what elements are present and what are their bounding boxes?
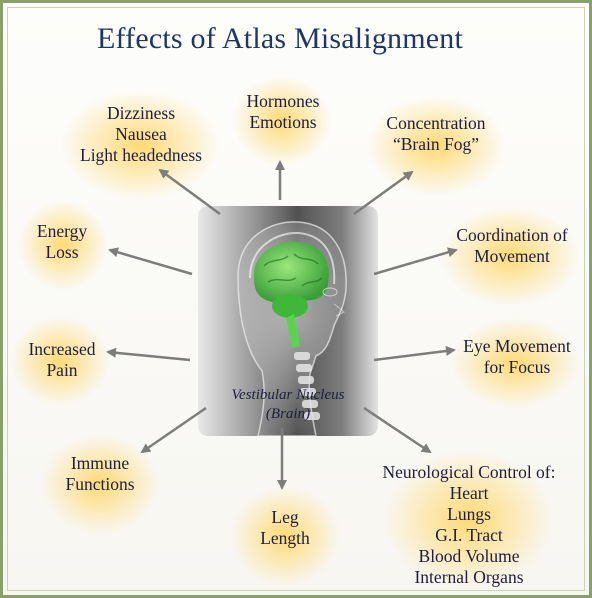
label-immune: Immune Functions	[36, 453, 164, 495]
label-neuro-line5: Blood Volume	[418, 546, 520, 566]
center-label-line2: (Brain)	[265, 406, 311, 422]
arrow-concentration	[353, 170, 414, 216]
glow-eye	[450, 318, 580, 408]
label-coordination: Coordination of Movement	[442, 225, 582, 267]
label-eye-line2: for Focus	[483, 357, 551, 377]
label-immune-line1: Immune	[70, 453, 130, 473]
label-dizziness-line2: Nausea	[115, 124, 167, 144]
arrow-coordination	[373, 247, 458, 276]
label-pain: Increased Pain	[12, 339, 112, 381]
arrow-pain	[106, 347, 191, 362]
glow-dizziness	[60, 90, 220, 200]
glow-energy	[18, 200, 108, 290]
label-energy-line2: Loss	[45, 242, 79, 262]
head-xray-image	[237, 221, 347, 436]
label-concentration-line1: Concentration	[386, 113, 486, 133]
arrow-immune	[140, 406, 207, 454]
label-hormones: Hormones Emotions	[228, 91, 338, 133]
arrow-energy	[108, 247, 193, 276]
label-leg: Leg Length	[230, 507, 340, 549]
label-neuro: Neurological Control of: Heart Lungs G.I…	[364, 462, 574, 588]
glow-concentration	[366, 96, 506, 196]
label-energy: Energy Loss	[14, 221, 110, 263]
label-coordination-line2: Movement	[474, 246, 550, 266]
glow-immune	[40, 434, 160, 534]
label-concentration: Concentration “Brain Fog”	[366, 113, 506, 155]
center-label: Vestibular Nucleus (Brain)	[198, 386, 378, 424]
label-energy-line1: Energy	[36, 221, 88, 241]
label-pain-line2: Pain	[46, 360, 78, 380]
label-dizziness: Dizziness Nausea Light headedness	[56, 103, 226, 166]
label-immune-line2: Functions	[65, 474, 135, 494]
label-leg-line2: Length	[260, 528, 310, 548]
label-hormones-line2: Emotions	[249, 112, 317, 132]
label-hormones-line1: Hormones	[246, 91, 320, 111]
label-neuro-line6: Internal Organs	[414, 567, 524, 587]
glow-neuro	[384, 450, 554, 590]
diagram-title: Effects of Atlas Misalignment	[96, 22, 464, 55]
label-neuro-line3: Lungs	[447, 504, 491, 524]
label-neuro-line1: Neurological Control of:	[382, 462, 556, 482]
label-eye-line1: Eye Movement	[463, 336, 571, 356]
glow-hormones	[232, 76, 332, 166]
label-neuro-line2: Heart	[449, 483, 489, 503]
arrow-eye	[373, 346, 456, 362]
label-dizziness-line3: Light headedness	[80, 145, 202, 165]
label-eye: Eye Movement for Focus	[452, 336, 582, 378]
label-leg-line1: Leg	[271, 507, 299, 527]
glow-pain	[10, 316, 110, 406]
arrow-neuro	[363, 406, 432, 454]
arrow-dizziness	[158, 168, 221, 216]
head-illustration	[198, 206, 378, 436]
label-neuro-line4: G.I. Tract	[435, 525, 503, 545]
center-label-line1: Vestibular Nucleus	[231, 387, 345, 403]
label-dizziness-line1: Dizziness	[106, 103, 176, 123]
glow-coordination	[440, 206, 580, 306]
label-coordination-line1: Coordination of	[456, 225, 568, 245]
label-concentration-line2: “Brain Fog”	[392, 134, 480, 154]
glow-leg	[230, 486, 340, 586]
label-pain-line1: Increased	[28, 339, 96, 359]
inner-border	[7, 7, 585, 591]
